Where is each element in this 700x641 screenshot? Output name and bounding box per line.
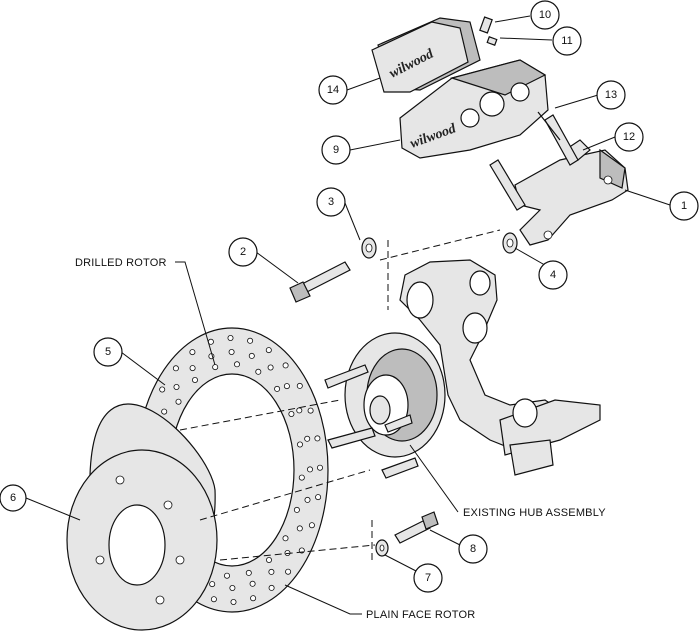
brake-pad: wilwood [371, 17, 481, 93]
caliper: wilwood [399, 59, 549, 159]
callout-12: 12 [614, 122, 644, 152]
svg-text:14: 14 [327, 84, 339, 96]
bolt-2 [289, 261, 351, 303]
callout-5: 5 [93, 337, 123, 367]
drill-hole [209, 581, 216, 588]
plain-face-rotor-label: PLAIN FACE ROTOR [366, 609, 475, 621]
svg-text:11: 11 [561, 35, 572, 47]
drill-hole [248, 352, 255, 359]
existing-hub-label: EXISTING HUB ASSEMBLY [463, 507, 606, 519]
drill-hole [315, 494, 322, 501]
bracket-bolts [489, 114, 579, 211]
drill-hole [268, 568, 275, 575]
bleeder-screw [479, 16, 498, 46]
drill-hole [274, 385, 281, 392]
callout-11: 11 [552, 26, 582, 56]
rotor-hat [66, 403, 218, 631]
svg-text:5: 5 [105, 346, 111, 358]
washer-7 [375, 539, 389, 557]
svg-text:2: 2 [240, 246, 246, 258]
svg-text:9: 9 [333, 144, 339, 156]
drill-hole [250, 595, 257, 602]
drill-hole [288, 410, 295, 417]
drill-hole [306, 466, 313, 473]
drill-hole [307, 407, 314, 414]
drill-hole [247, 337, 254, 344]
drill-hole [249, 580, 256, 587]
drill-hole [189, 365, 196, 372]
drill-hole [233, 361, 240, 368]
drill-hole [267, 364, 274, 371]
drill-hole [296, 525, 303, 532]
drill-hole [175, 398, 182, 405]
svg-text:10: 10 [539, 9, 551, 21]
drill-hole [189, 349, 196, 356]
drill-hole [173, 383, 180, 390]
drill-hole [210, 596, 217, 603]
drill-hole [191, 376, 198, 383]
drill-hole [255, 368, 262, 375]
callout-7: 7 [413, 563, 443, 593]
callout-10: 10 [530, 0, 560, 30]
drill-hole [230, 599, 237, 606]
crossover-tube [537, 111, 561, 141]
drill-hole [314, 435, 321, 442]
washer-4 [502, 232, 518, 254]
callout-8: 8 [458, 534, 488, 564]
svg-text:4: 4 [550, 269, 556, 281]
bolt-8 [394, 511, 439, 544]
drill-hole [296, 407, 303, 414]
callout-9: 9 [321, 135, 351, 165]
svg-text:3: 3 [328, 196, 334, 208]
drill-hole [228, 348, 235, 355]
existing-hub [324, 332, 446, 479]
svg-text:6: 6 [10, 492, 16, 504]
drilled-rotor-label: DRILLED ROTOR [75, 257, 167, 269]
drill-hole [268, 584, 275, 591]
svg-text:12: 12 [623, 131, 635, 143]
drill-hole [298, 474, 305, 481]
washer-3 [361, 237, 377, 259]
drill-hole [282, 535, 289, 542]
drill-hole [159, 386, 166, 393]
drill-hole [172, 365, 179, 372]
drill-hole [296, 441, 303, 448]
drill-hole [265, 347, 272, 354]
drill-hole [285, 568, 292, 575]
drill-hole [296, 382, 303, 389]
svg-text:7: 7 [425, 572, 431, 584]
svg-text:13: 13 [605, 89, 617, 101]
callout-14: 14 [318, 75, 348, 105]
alignment-lines [179, 229, 501, 561]
callout-3: 3 [316, 187, 346, 217]
callout-6: 6 [0, 484, 27, 512]
drill-hole [304, 496, 311, 503]
spindle-knuckle [399, 259, 601, 476]
drill-hole [212, 364, 219, 371]
drill-hole [223, 572, 230, 579]
drill-hole [161, 408, 168, 415]
callout-2: 2 [228, 237, 258, 267]
drill-hole [308, 522, 315, 529]
drill-hole [229, 585, 236, 592]
drill-hole [227, 334, 234, 341]
callout-4: 4 [538, 260, 568, 290]
drill-hole [265, 557, 272, 564]
callout-13: 13 [596, 80, 626, 110]
drill-hole [316, 464, 323, 471]
drill-hole [304, 435, 311, 442]
drill-hole [282, 362, 289, 369]
svg-text:1: 1 [681, 200, 687, 212]
svg-text:8: 8 [470, 543, 476, 555]
drill-hole [245, 569, 252, 576]
drill-hole [293, 506, 300, 513]
drill-hole [283, 383, 290, 390]
callout-1: 1 [669, 191, 699, 221]
